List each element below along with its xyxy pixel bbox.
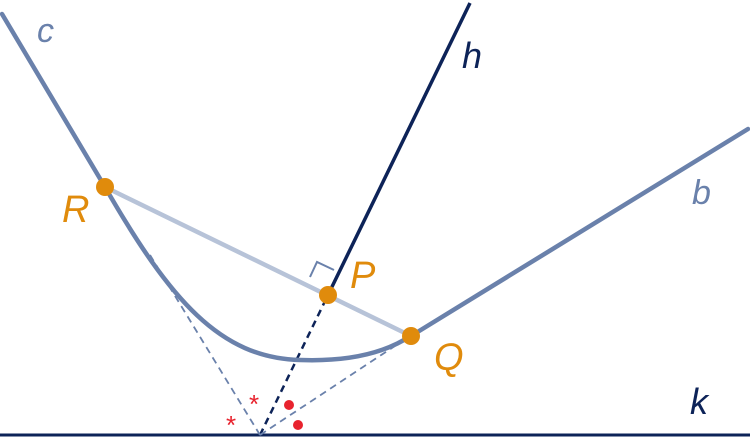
curve-c	[0, 11, 415, 363]
label-r: R	[62, 189, 89, 231]
label-q: Q	[434, 337, 464, 379]
label-c: c	[37, 12, 54, 50]
angle-star-2: *	[226, 410, 236, 438]
line-h	[326, 2, 472, 296]
label-b: b	[692, 174, 711, 212]
label-k: k	[690, 381, 710, 422]
point-r	[96, 178, 114, 196]
line-h-dashed	[258, 294, 330, 436]
right-angle-marker	[309, 260, 335, 278]
angle-dot-2	[293, 420, 303, 430]
angle-dot-1	[284, 400, 294, 410]
point-q	[402, 327, 420, 345]
line-b	[408, 126, 750, 339]
point-p	[319, 286, 337, 304]
label-p: P	[350, 255, 376, 297]
dashed-foot-to-q	[259, 335, 411, 436]
label-h: h	[462, 35, 482, 76]
chord-rq	[104, 184, 412, 339]
angle-star-1: *	[249, 389, 259, 419]
